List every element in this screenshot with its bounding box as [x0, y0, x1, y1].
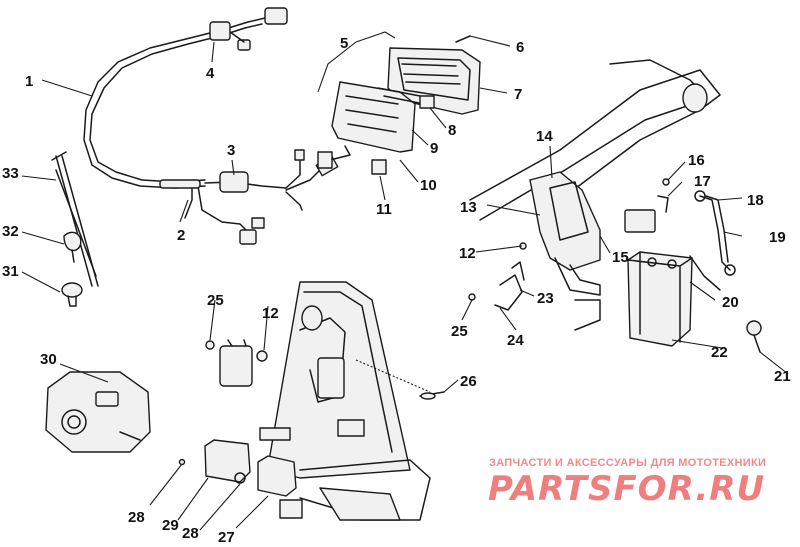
battery-frame: [468, 59, 762, 353]
callout-21: 21: [774, 368, 791, 385]
callout-8: 8: [448, 122, 456, 139]
callout-30: 30: [40, 351, 57, 368]
callout-3: 3: [227, 142, 235, 159]
leader-lines: [21, 31, 789, 531]
callout-6: 6: [516, 39, 524, 56]
callout-7: 7: [514, 86, 522, 103]
callout-labels: 1 2 3 4 5 6 7 8 9 10 11 12 13 14 15 16 1…: [2, 35, 791, 546]
watermark-subtitle: ЗАПЧАСТИ И АКСЕССУАРЫ ДЛЯ МОТОТЕХНИКИ: [489, 457, 766, 469]
callout-9: 9: [430, 140, 438, 157]
callout-25-left: 25: [207, 292, 224, 309]
callout-25-right: 25: [451, 323, 468, 340]
callout-10: 10: [420, 177, 437, 194]
callout-23: 23: [537, 290, 554, 307]
callout-17: 17: [694, 173, 711, 190]
callout-11: 11: [376, 201, 392, 218]
callout-15: 15: [612, 249, 629, 266]
watermark: ЗАПЧАСТИ И АКСЕССУАРЫ ДЛЯ МОТОТЕХНИКИ PA…: [488, 457, 766, 509]
callout-26: 26: [460, 373, 477, 390]
callout-16: 16: [688, 152, 705, 169]
callout-5: 5: [340, 35, 348, 52]
callout-29: 29: [162, 517, 179, 534]
callout-28-left: 28: [128, 509, 145, 526]
callout-31: 31: [2, 263, 19, 280]
callout-24: 24: [507, 332, 524, 349]
callout-27: 27: [218, 529, 235, 546]
callout-32: 32: [2, 223, 19, 240]
callout-12-lower: 12: [262, 305, 279, 322]
watermark-brand: PARTSFOR.RU: [488, 469, 765, 509]
callout-18: 18: [747, 192, 764, 209]
callout-33: 33: [2, 165, 19, 182]
callout-12-upper: 12: [459, 245, 476, 262]
callout-20: 20: [722, 294, 739, 311]
callout-19: 19: [769, 229, 786, 246]
taillight-assembly: [317, 35, 481, 175]
callout-28-right: 28: [182, 525, 199, 542]
callout-4: 4: [206, 65, 215, 82]
callout-14: 14: [536, 128, 553, 145]
callout-22: 22: [711, 344, 728, 361]
electrical-panel: [178, 281, 445, 521]
callout-1: 1: [25, 73, 33, 90]
wiring-harness: [83, 7, 339, 245]
callout-2: 2: [177, 227, 185, 244]
left-small-parts: [45, 151, 151, 453]
callout-13: 13: [460, 199, 477, 216]
